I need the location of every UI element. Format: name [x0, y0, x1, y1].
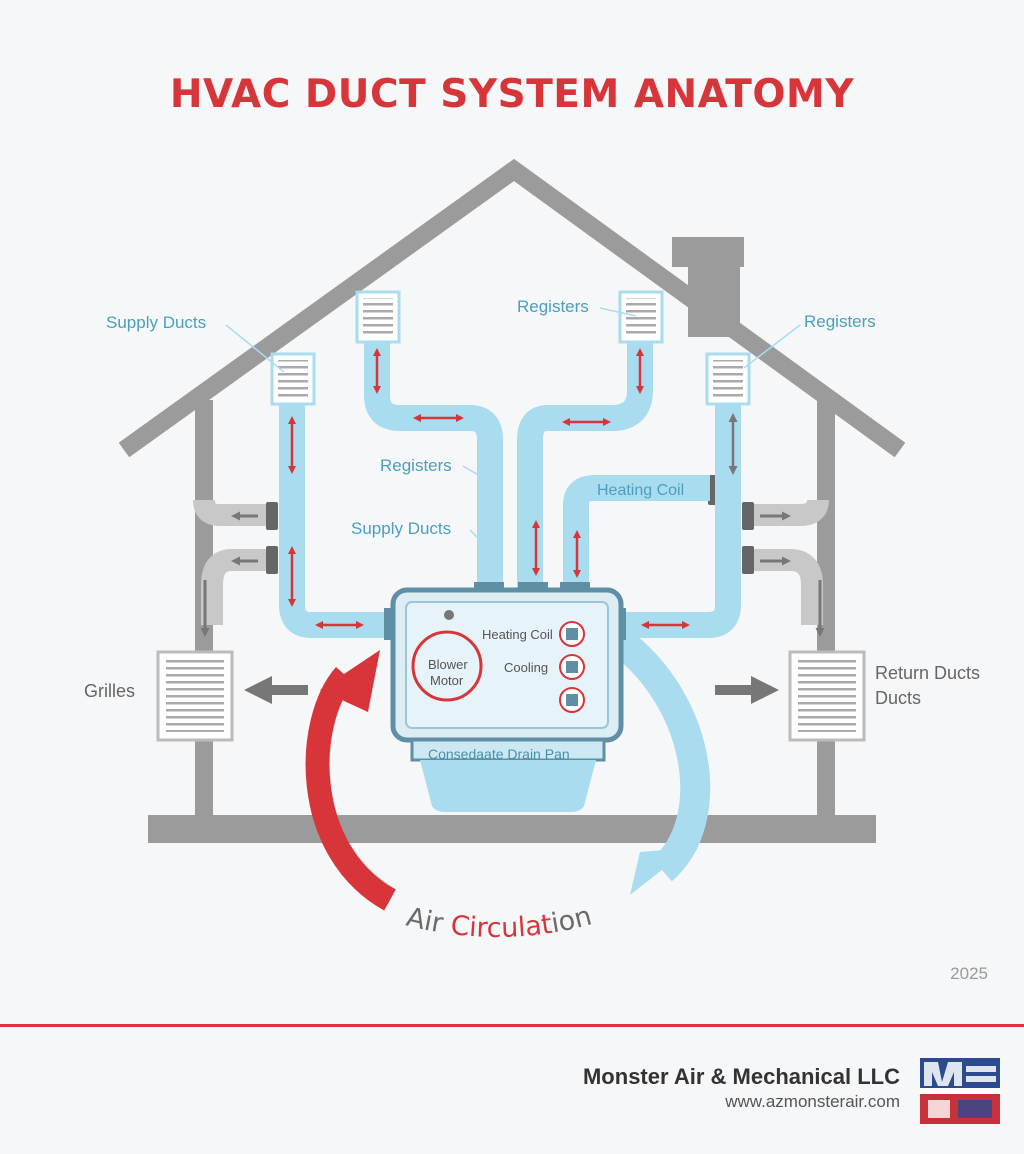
- company-logo: [920, 1058, 1000, 1124]
- blower-label-line2: Motor: [430, 673, 464, 688]
- register-right: [705, 352, 751, 406]
- label-return-ducts-line2: Ducts: [875, 688, 922, 708]
- flow-arrows: [288, 348, 690, 629]
- air-circulation-label: Air Circulation: [403, 901, 595, 944]
- page-title: HVAC DUCT SYSTEM ANATOMY: [169, 72, 855, 117]
- red-circulation-arrow: [305, 667, 397, 911]
- label-registers-top-center: Registers: [517, 297, 589, 316]
- register-top-left: [355, 290, 401, 344]
- unit-cooling-label: Cooling: [504, 660, 549, 675]
- register-left: [270, 352, 316, 406]
- label-registers-mid: Registers: [380, 456, 452, 475]
- red-circulation-head: [320, 650, 380, 712]
- register-top-right: [618, 290, 664, 344]
- label-return-ducts-line1: Return Ducts: [875, 663, 981, 683]
- hvac-diagram: Air Circulation: [118, 158, 906, 944]
- air-handler-unit: [384, 582, 626, 812]
- drain-pan-label: Consedaate Drain Pan: [428, 746, 570, 762]
- year-label: 2025: [950, 964, 988, 983]
- blower-label-line1: Blower: [428, 657, 468, 672]
- grille-arrows: [244, 676, 779, 704]
- footer-divider: [0, 1024, 1024, 1027]
- blue-circulation-arrow: [608, 627, 711, 882]
- blue-circulation-head: [630, 848, 690, 895]
- grille-right: [788, 650, 866, 742]
- label-supply-ducts-mid: Supply Ducts: [351, 519, 452, 538]
- company-website: www.azmonsterair.com: [725, 1092, 900, 1111]
- leader-lines: [225, 307, 801, 555]
- label-heating-coil-duct: Heating Coil: [597, 482, 685, 499]
- unit-heating-coil-label: Heating Coil: [482, 627, 553, 642]
- grille-left: [156, 650, 234, 742]
- house-outline: [118, 158, 906, 843]
- label-registers-right: Registers: [804, 312, 876, 331]
- label-supply-ducts-left: Supply Ducts: [106, 313, 207, 332]
- company-name: Monster Air & Mechanical LLC: [582, 1064, 900, 1089]
- label-grilles: Grilles: [84, 681, 136, 701]
- return-arrows: [200, 511, 825, 637]
